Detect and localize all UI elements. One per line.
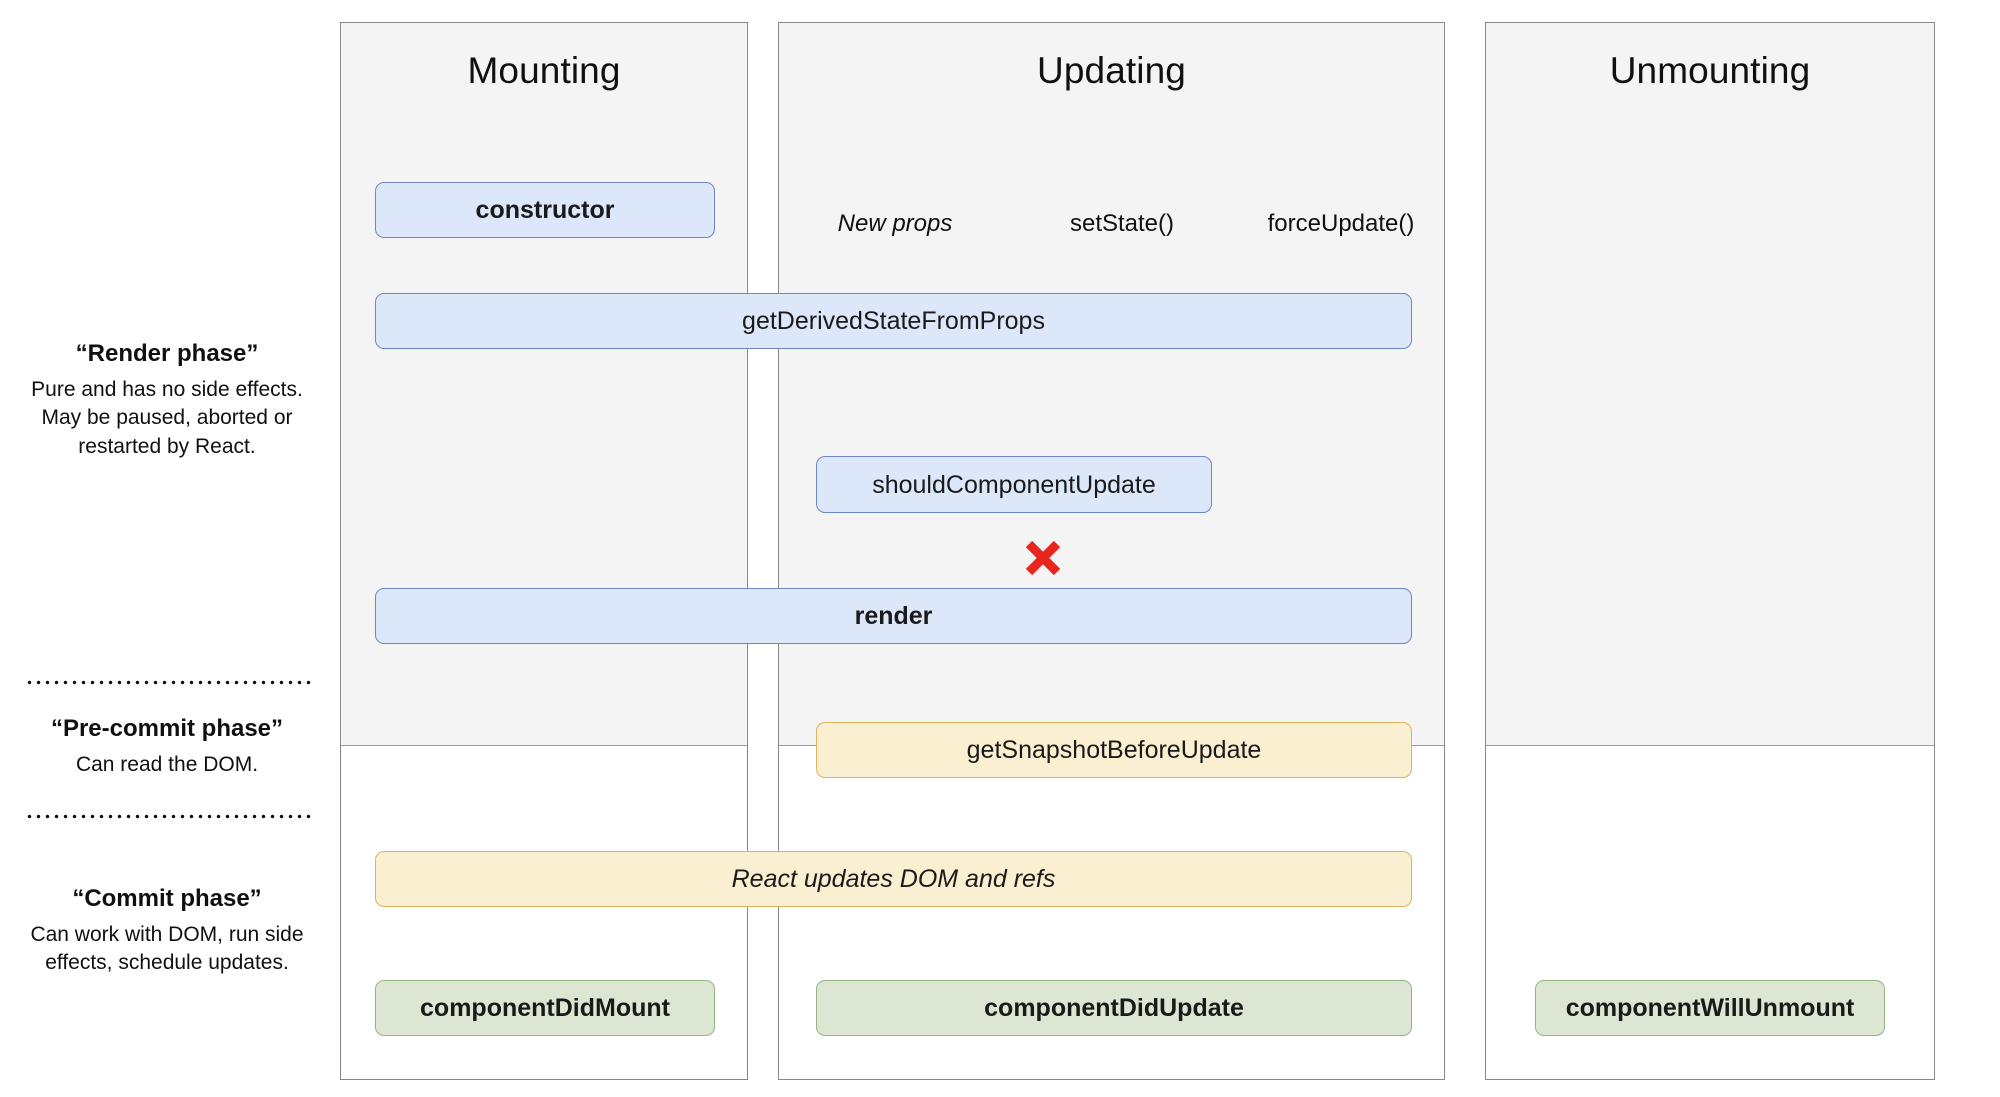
phase-commit-description: Can work with DOM, run side effects, sch… [30, 923, 304, 975]
node-get-derived-state-from-props[interactable]: getDerivedStateFromProps [375, 293, 1412, 349]
phase-divider-bottom [25, 814, 315, 819]
phase-render: “Render phase” Pure and has no side effe… [12, 340, 322, 461]
column-panel-mounting [340, 22, 748, 1080]
phase-pre-commit-title: “Pre-commit phase” [50, 715, 284, 742]
trigger-label-force-update: forceUpdate() [1267, 210, 1415, 237]
node-component-will-unmount[interactable]: componentWillUnmount [1535, 980, 1885, 1036]
node-should-component-update[interactable]: shouldComponentUpdate [816, 456, 1212, 513]
node-component-did-update[interactable]: componentDidUpdate [816, 980, 1412, 1036]
phase-commit: “Commit phase” Can work with DOM, run si… [12, 885, 322, 978]
node-get-snapshot-before-update[interactable]: getSnapshotBeforeUpdate [816, 722, 1412, 778]
node-constructor[interactable]: constructor [375, 182, 715, 238]
column-title-mounting: Mounting [467, 50, 621, 91]
node-component-did-mount[interactable]: componentDidMount [375, 980, 715, 1036]
node-react-updates-dom-and-refs[interactable]: React updates DOM and refs [375, 851, 1412, 907]
trigger-label-new-props: New props [837, 210, 953, 237]
phase-render-title: “Render phase” [75, 340, 259, 367]
phase-pre-commit: “Pre-commit phase” Can read the DOM. [12, 715, 322, 779]
column-panel-unmounting [1485, 22, 1935, 1080]
trigger-label-set-state: setState() [1069, 210, 1175, 237]
column-panel-updating [778, 22, 1445, 1080]
skip-update-x-icon [1020, 535, 1066, 581]
phase-pre-commit-description: Can read the DOM. [75, 753, 259, 776]
phase-commit-title: “Commit phase” [72, 885, 262, 912]
column-title-updating: Updating [1037, 50, 1186, 91]
column-title-unmounting: Unmounting [1609, 50, 1811, 91]
phase-render-description: Pure and has no side effects. May be pau… [31, 378, 303, 458]
phase-divider-top [25, 680, 315, 685]
node-render[interactable]: render [375, 588, 1412, 644]
